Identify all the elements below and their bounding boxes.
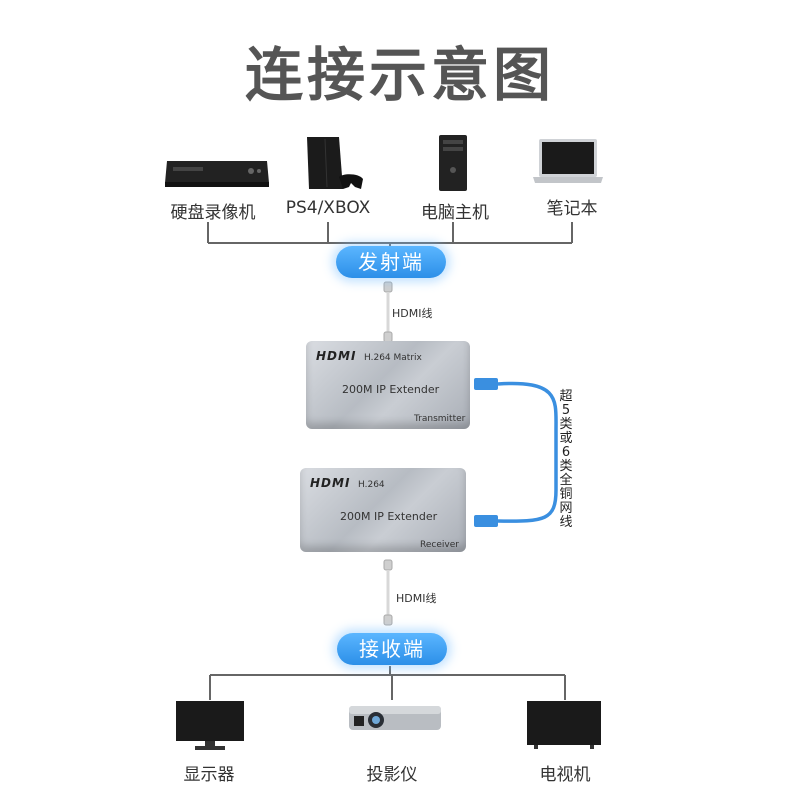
projector-icon [349, 706, 441, 730]
hdmi-cable-label-top: HDMI线 [392, 307, 433, 320]
receiver-name: 200M IP Extender [340, 510, 438, 523]
hdmi-cable-top [383, 281, 393, 343]
monitor-icon [176, 701, 244, 750]
transmitter-name: 200M IP Extender [342, 383, 440, 396]
dvr-icon [165, 161, 269, 187]
receiver-model: H.264 [358, 480, 385, 490]
transmitter-model: H.264 Matrix [364, 353, 422, 363]
lan-cable [474, 378, 558, 527]
display-label-monitor: 显示器 [183, 765, 235, 785]
sender-badge: 发射端 [336, 246, 446, 278]
receiver-badge: 接收端 [337, 633, 447, 665]
diagram-title: 连接示意图 [244, 41, 555, 109]
tv-icon [527, 701, 601, 749]
source-label-console: PS4/XBOX [285, 198, 371, 218]
transmitter-role: Transmitter [414, 414, 466, 424]
receiver-brand: HDMI [310, 476, 351, 490]
hdmi-cable-label-bottom: HDMI线 [396, 592, 437, 605]
lan-cable-label: 超5类或6类全铜网线 [559, 389, 573, 530]
transmitter-brand: HDMI [316, 349, 357, 363]
game-console-icon [307, 137, 363, 189]
desktop-pc-icon [439, 135, 467, 191]
receiver-role: Receiver [420, 540, 459, 550]
source-label-laptop: 笔记本 [546, 199, 598, 219]
source-label-desktop: 电脑主机 [421, 203, 489, 223]
display-label-projector: 投影仪 [366, 765, 418, 785]
hdmi-cable-bottom [383, 559, 393, 626]
display-label-tv: 电视机 [539, 765, 591, 785]
source-label-dvr: 硬盘录像机 [170, 203, 256, 223]
receiver-device: HDMI H.264 200M IP Extender Receiver [300, 468, 466, 552]
transmitter-device: HDMI H.264 Matrix 200M IP Extender Trans… [306, 341, 470, 429]
laptop-icon [533, 139, 603, 183]
